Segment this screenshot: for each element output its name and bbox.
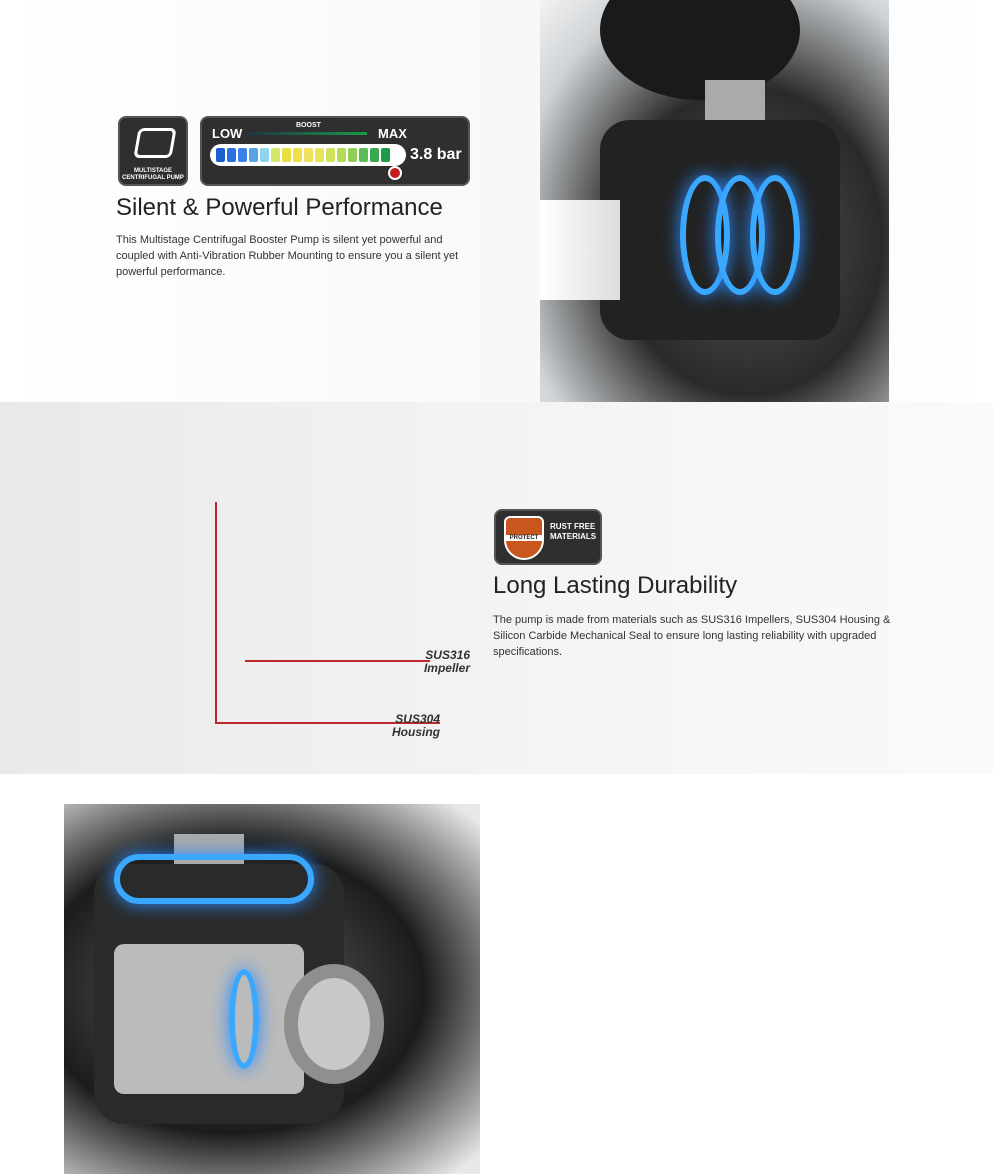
boost-arrow-icon [247,132,367,135]
pressure-indicator-icon [388,166,402,180]
multistage-pump-badge: MULTISTAGE CENTRIFUGAL PUMP [118,116,188,186]
callout-line-housing [215,502,217,722]
section-description: The pump is made from materials such as … [493,614,891,658]
performance-section: MULTISTAGE CENTRIFUGAL PUMP LOW BOOST MA… [0,0,993,402]
section-title: Long Lasting Durability [493,572,738,599]
layers-icon [133,128,177,158]
pressure-gauge-badge: LOW BOOST MAX 3.8 bar [200,116,470,186]
rust-free-badge: PROTECT RUST FREE MATERIALS [494,509,602,565]
pressure-bar [210,144,406,166]
section-description: This Multistage Centrifugal Booster Pump… [116,234,459,278]
section-title: Silent & Powerful Performance [116,194,443,221]
pump-image [540,0,889,402]
callout-line-housing-h [215,722,440,724]
shield-icon: PROTECT [504,516,544,560]
pump-cutaway-image [64,804,480,1174]
callout-line-impeller [245,660,430,662]
